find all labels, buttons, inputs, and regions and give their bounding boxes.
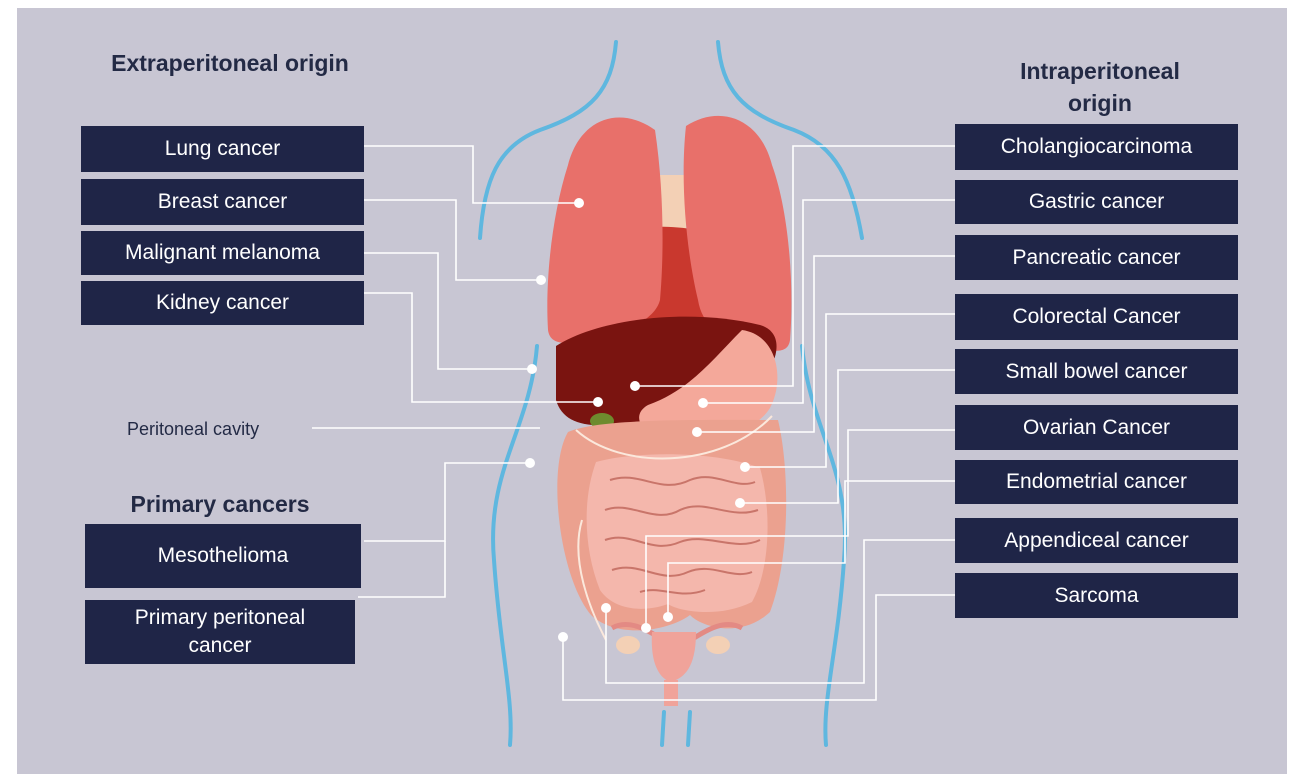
label-mesothelioma: Mesothelioma [85,524,361,588]
label-lung-cancer: Lung cancer [81,126,364,172]
label-endometrial-cancer: Endometrial cancer [955,460,1238,504]
label-kidney-cancer: Kidney cancer [81,281,364,325]
primary-cancers-heading: Primary cancers [95,488,345,520]
label-malignant-melanoma: Malignant melanoma [81,231,364,275]
label-breast-cancer: Breast cancer [81,179,364,225]
left-lung [547,118,662,343]
label-primary-peritoneal-cancer: Primary peritoneal cancer [85,600,355,664]
label-ovarian-cancer: Ovarian Cancer [955,405,1238,450]
label-cholangiocarcinoma: Cholangiocarcinoma [955,124,1238,170]
uterus [612,625,742,707]
label-small-bowel-cancer: Small bowel cancer [955,349,1238,394]
label-peritoneal-cavity: Peritoneal cavity [127,418,307,440]
label-sarcoma: Sarcoma [955,573,1238,618]
label-gastric-cancer: Gastric cancer [955,180,1238,224]
label-pancreatic-cancer: Pancreatic cancer [955,235,1238,280]
intraperitoneal-heading: Intraperitoneal origin [990,55,1210,119]
extraperitoneal-heading: Extraperitoneal origin [105,47,355,79]
label-colorectal-cancer: Colorectal Cancer [955,294,1238,340]
label-appendiceal-cancer: Appendiceal cancer [955,518,1238,563]
